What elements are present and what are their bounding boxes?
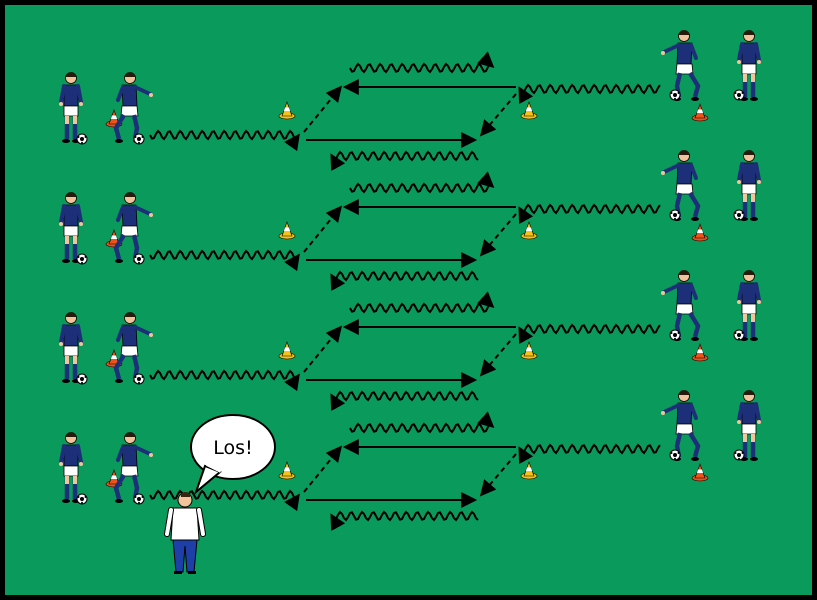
dribble-arrow [330,150,479,172]
soccer-ball-icon [133,253,145,265]
dribble-arrow [349,291,495,314]
training-cone-icon [520,101,538,120]
training-cone-icon [520,341,538,360]
dribble-arrow [349,51,495,74]
run-arrow [303,85,343,133]
run-arrow [303,325,343,373]
soccer-ball-icon [133,493,145,505]
dribble-arrow [518,83,661,105]
soccer-player-icon [737,390,761,461]
soccer-player-icon [59,72,83,143]
speech-text: Los! [213,437,252,459]
soccer-player-icon [113,192,153,263]
dribble-arrow [349,171,495,194]
soccer-player-icon [661,150,701,221]
dribble-arrow [149,129,300,152]
drill-lane [59,30,761,172]
soccer-ball-icon [733,89,745,101]
dribble-arrow [330,390,479,412]
soccer-player-icon [59,432,83,503]
soccer-ball-icon [76,373,88,385]
coach: Los! [164,414,276,574]
training-cone-icon [691,103,709,122]
soccer-player-icon [737,150,761,221]
soccer-ball-icon [76,133,88,145]
soccer-ball-icon [669,89,681,101]
soccer-ball-icon [669,209,681,221]
dribble-arrow [330,510,479,532]
training-cone-icon [691,343,709,362]
dribble-arrow [518,323,661,345]
soccer-player-icon [59,312,83,383]
soccer-ball-icon [76,493,88,505]
drill-lane [59,270,761,412]
dribble-arrow [149,369,300,392]
dribble-arrow [518,443,661,465]
dribble-arrow [349,411,495,434]
training-cone-icon [520,221,538,240]
soccer-player-icon [737,270,761,341]
soccer-ball-icon [133,133,145,145]
soccer-player-icon [59,192,83,263]
soccer-ball-icon [133,373,145,385]
training-cone-icon [691,463,709,482]
speech-bubble-icon: Los! [190,414,276,496]
soccer-ball-icon [733,449,745,461]
soccer-ball-icon [669,329,681,341]
run-arrow [303,205,343,253]
soccer-player-icon [737,30,761,101]
lanes-layer [59,30,761,532]
dribble-arrow [330,270,479,292]
dribble-arrow [518,203,661,225]
soccer-ball-icon [76,253,88,265]
training-cone-icon [278,221,296,240]
training-cone-icon [520,461,538,480]
soccer-ball-icon [669,449,681,461]
soccer-ball-icon [733,209,745,221]
dribble-arrow [149,249,300,272]
training-cone-icon [278,341,296,360]
drill-lane [59,390,761,532]
training-cone-icon [278,101,296,120]
training-cone-icon [278,461,296,480]
coach-icon [164,492,206,574]
run-arrow [303,445,343,493]
soccer-ball-icon [733,329,745,341]
dribble-arrow [149,489,300,512]
drill-lane [59,150,761,292]
training-cone-icon [691,223,709,242]
soccer-player-icon [661,30,701,101]
